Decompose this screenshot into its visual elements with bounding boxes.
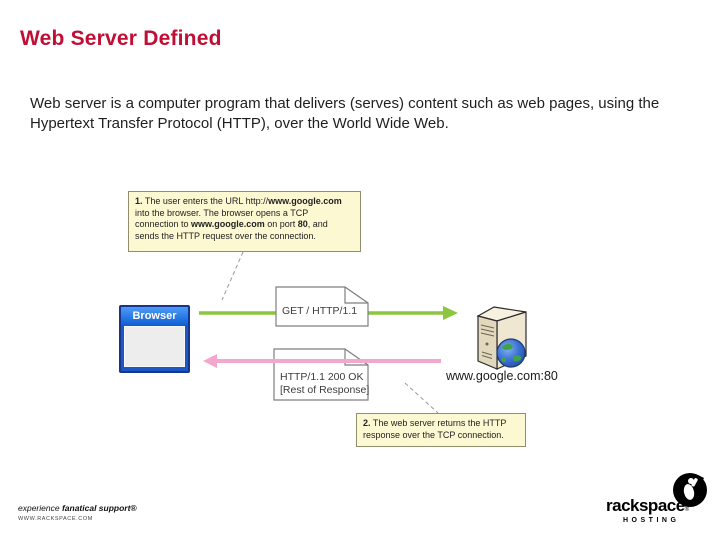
response-document-label: HTTP/1.1 200 OK [Rest of Response] bbox=[280, 371, 370, 396]
browser-titlebar-label: Browser bbox=[121, 307, 188, 325]
callout1-connector-line bbox=[221, 251, 244, 301]
request-document-shape bbox=[275, 286, 369, 327]
tagline: experience fanatical support® bbox=[18, 503, 137, 513]
request-document-label: GET / HTTP/1.1 bbox=[282, 305, 358, 317]
brand-subtitle: HOSTING bbox=[623, 517, 680, 524]
callout2-number: 2. bbox=[363, 418, 371, 428]
page-title: Web Server Defined bbox=[20, 27, 222, 50]
footer-tagline-block: experience fanatical support® WWW.RACKSP… bbox=[18, 503, 137, 522]
globe-icon bbox=[496, 338, 526, 368]
brand-wordmark: rackspace® bbox=[606, 496, 689, 515]
browser-window-body bbox=[124, 326, 185, 367]
rackspace-figure-icon bbox=[673, 473, 707, 507]
definition-paragraph: Web server is a computer program that de… bbox=[30, 95, 660, 132]
server-address-label: www.google.com:80 bbox=[446, 369, 558, 383]
website-url: WWW.RACKSPACE.COM bbox=[18, 516, 93, 522]
browser-window-icon: Browser bbox=[119, 305, 190, 373]
response-arrow bbox=[203, 354, 441, 368]
callout-step-1: 1. The user enters the URL http://www.go… bbox=[128, 191, 361, 252]
rackspace-logo: rackspace® HOSTING bbox=[600, 470, 712, 532]
callout2-connector-line bbox=[404, 382, 439, 414]
callout-step-2: 2. The web server returns the HTTP respo… bbox=[356, 413, 526, 447]
callout1-number: 1. bbox=[135, 196, 143, 206]
